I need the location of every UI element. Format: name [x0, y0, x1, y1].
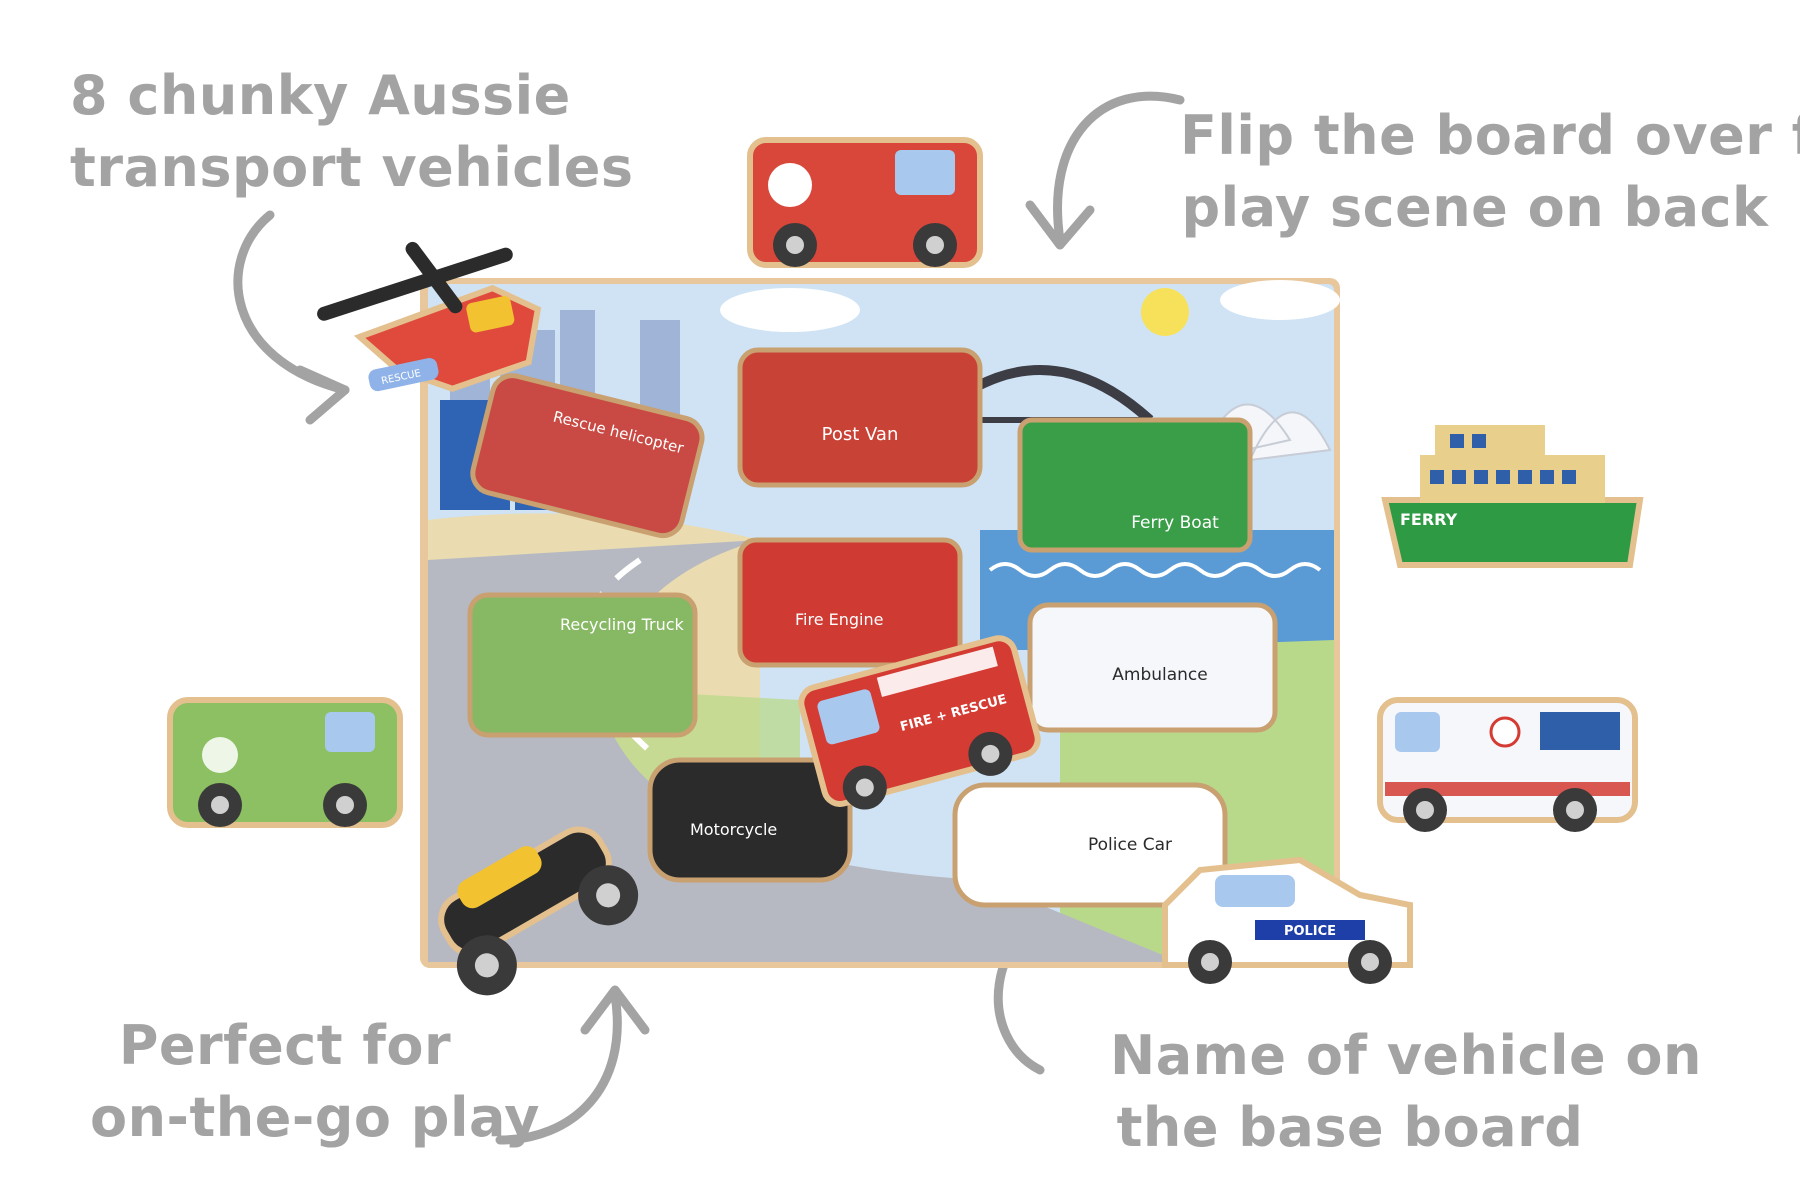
piece-police-car[interactable]: POLICE	[1162, 856, 1413, 984]
piece-motorcycle[interactable]	[418, 807, 649, 1007]
cutout-police-car	[952, 782, 1228, 908]
piece-post-van[interactable]	[747, 137, 983, 268]
piece-ambulance[interactable]	[1377, 697, 1638, 832]
callout-line: 8 chunky Aussie	[70, 64, 571, 127]
board-label-post-van: Post Van	[822, 424, 899, 445]
cloud	[1220, 280, 1340, 320]
cutout-ferry-boat	[1017, 417, 1253, 553]
puzzle-board: Post Van Ferry Boat Fire Engine Recyclin…	[420, 278, 1340, 968]
piece-ferry[interactable]: FERRY	[1381, 425, 1644, 568]
arrow-bottom-left	[495, 990, 622, 1145]
callout-line: play scene on back	[1181, 176, 1769, 239]
police-label: POLICE	[1284, 924, 1336, 939]
cloud	[720, 288, 860, 332]
board-label-ambulance: Ambulance	[1112, 665, 1207, 685]
arrow-head-icon	[580, 985, 650, 1035]
board-label-police-car: Police Car	[1088, 835, 1172, 855]
callout-on-the-go: Perfect for on-the-go play	[90, 1010, 540, 1154]
piece-recycling-truck[interactable]	[167, 697, 403, 828]
arrow-head-icon	[1025, 200, 1095, 250]
callout-flip-board: Flip the board over for play scene on ba…	[1180, 100, 1800, 244]
board-label-motorcycle: Motorcycle	[690, 820, 777, 839]
cutout-motorcycle	[647, 757, 853, 883]
callout-line: Flip the board over for	[1180, 104, 1800, 167]
board-label-fire-engine: Fire Engine	[795, 610, 883, 629]
recycle-icon	[202, 737, 238, 773]
ferry-hull-label: FERRY	[1400, 510, 1458, 529]
callout-line: on-the-go play	[90, 1086, 540, 1149]
callout-line: the base board	[1116, 1096, 1584, 1159]
piece-fire-engine[interactable]: FIRE + RESCUE	[798, 635, 1045, 819]
arrow-top-right	[1053, 91, 1185, 245]
wave-line	[988, 562, 1322, 578]
cutout-ambulance	[1027, 602, 1278, 733]
board-label-ferry-boat: Ferry Boat	[1131, 513, 1219, 533]
cutout-recycling-truck	[467, 592, 698, 738]
cutout-post-van	[737, 347, 983, 488]
piece-rescue-helicopter[interactable]: RESCUE	[315, 226, 551, 411]
arrow-top-left	[233, 210, 350, 395]
sun-icon	[1141, 288, 1189, 336]
post-logo-icon	[768, 163, 812, 207]
cutout-fire-engine	[737, 537, 963, 668]
callout-line: Perfect for	[118, 1014, 452, 1077]
cutout-rescue-helicopter	[470, 373, 705, 539]
board-label-recycling-truck: Recycling Truck	[560, 615, 685, 634]
medical-star-icon	[1489, 716, 1521, 748]
arrow-head-icon	[295, 365, 350, 425]
arrows	[233, 91, 1185, 1145]
